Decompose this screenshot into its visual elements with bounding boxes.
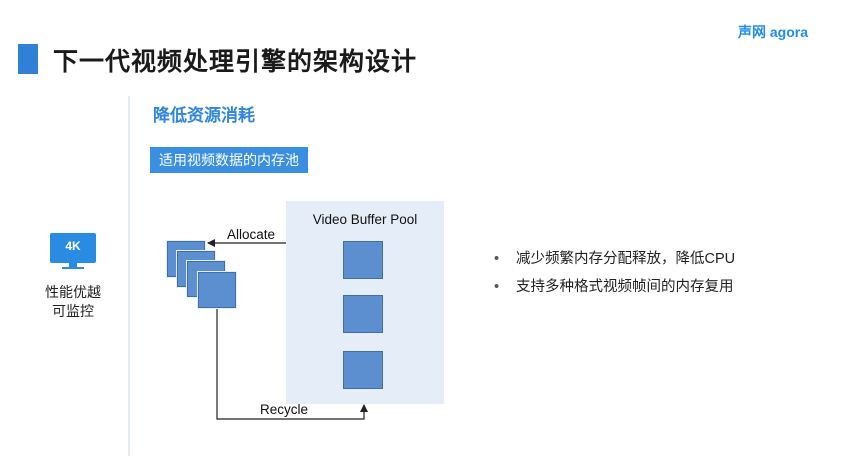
side-label-line1: 性能优越 — [45, 284, 101, 300]
bullet-list: • 减少频繁内存分配释放，降低CPU • 支持多种格式视频帧间的内存复用 — [494, 250, 735, 306]
bullet-item: • 支持多种格式视频帧间的内存复用 — [494, 278, 735, 306]
bullet-item: • 减少频繁内存分配释放，降低CPU — [494, 250, 735, 278]
section-tag: 适用视频数据的内存池 — [150, 147, 308, 173]
vertical-divider — [128, 96, 130, 456]
allocate-label: Allocate — [227, 227, 276, 242]
monitor-icon-label: 4K — [65, 239, 81, 253]
recycle-label: Recycle — [260, 402, 309, 417]
pool-buffer-block — [343, 351, 383, 389]
side-label: 性能优越 可监控 — [30, 283, 116, 321]
section-title: 降低资源消耗 — [153, 106, 255, 125]
recycle-arrow — [216, 309, 368, 420]
pool-buffer-block — [343, 295, 383, 333]
bullet-text: 减少频繁内存分配释放，降低CPU — [516, 251, 736, 267]
bullet-text: 支持多种格式视频帧间的内存复用 — [516, 279, 734, 295]
monitor-stand — [69, 263, 77, 267]
bullet-dot-icon: • — [494, 279, 500, 295]
side-label-line2: 可监控 — [52, 303, 94, 319]
slide-title: 下一代视频处理引擎的架构设计 — [53, 48, 418, 76]
bullet-dot-icon: • — [494, 251, 500, 267]
title-accent-bar — [18, 44, 38, 74]
allocated-buffer-block — [197, 271, 237, 309]
brand-logo: 声网 agora — [737, 24, 808, 40]
monitor-icon — [50, 233, 96, 263]
buffer-pool-title: Video Buffer Pool — [312, 212, 418, 227]
monitor-base — [62, 267, 84, 269]
pool-buffer-block — [343, 241, 383, 279]
